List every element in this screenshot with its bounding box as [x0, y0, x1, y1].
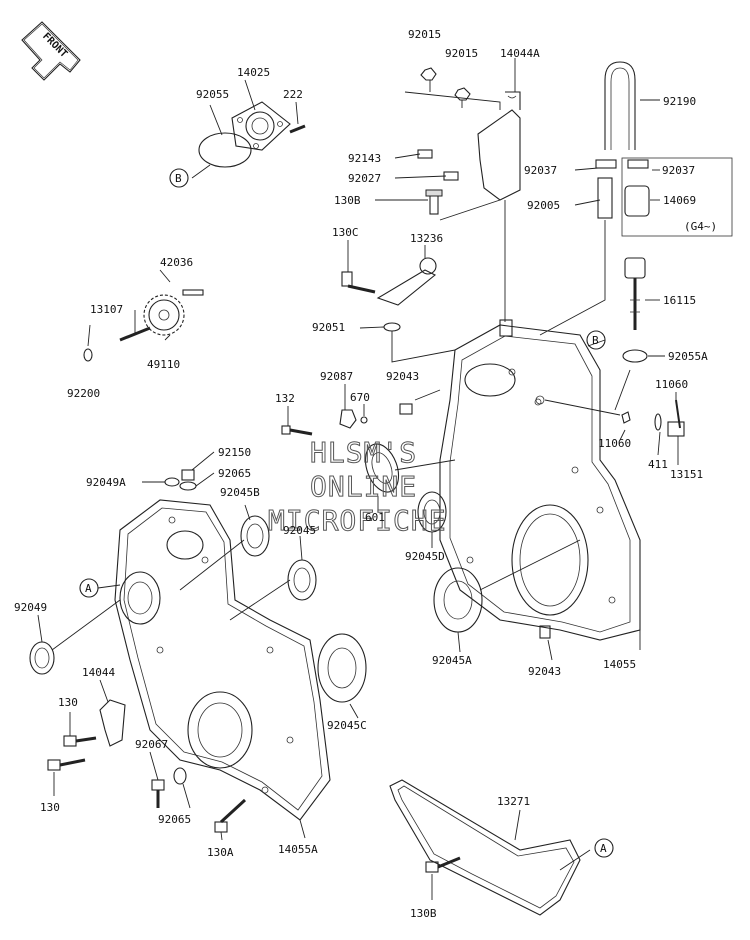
label-92015: 92015 [408, 28, 441, 41]
label-601: 601 [365, 511, 385, 524]
watermark: HLSM'S ONLINE MICROFICHE [268, 436, 447, 538]
label-13107: 13107 [90, 303, 123, 316]
label-14055a: 14055A [278, 843, 318, 856]
bracket-14044a-drawing [417, 67, 521, 215]
label-132: 132 [275, 392, 295, 405]
label-92045b: 92045B [220, 486, 260, 499]
bracket-14044-drawing [47, 699, 247, 833]
label-13151: 13151 [670, 468, 703, 481]
label-92045a: 92045A [432, 654, 472, 667]
label-130b: 130B [410, 907, 437, 920]
label-16115: 16115 [663, 294, 696, 307]
bearing-92045a-drawing [433, 567, 483, 633]
cover-14025-drawing [198, 101, 306, 168]
plug-13151-drawing [535, 395, 685, 437]
label-130: 130 [40, 801, 60, 814]
label-411: 411 [648, 458, 668, 471]
dipstick-16115-drawing [622, 257, 648, 363]
label-14044: 14044 [82, 666, 115, 679]
seal-92049-drawing [29, 641, 55, 675]
label-92150: 92150 [218, 446, 251, 459]
label-11060: 11060 [655, 378, 688, 391]
cover-13271-drawing [389, 779, 581, 916]
label-92200: 92200 [67, 387, 100, 400]
callout-a-bottom: A [594, 838, 614, 858]
label-670: 670 [350, 391, 370, 404]
label-92087: 92087 [320, 370, 353, 383]
callout-b-right: B [586, 330, 606, 350]
label-13271: 13271 [497, 795, 530, 808]
label-222: 222 [283, 88, 303, 101]
case-14055-drawing [399, 319, 641, 641]
label-g4: (G4~) [684, 220, 717, 233]
label-92045: 92045 [283, 524, 316, 537]
svg-text:HLSM'S: HLSM'S [310, 436, 417, 469]
lever-13236-drawing [341, 257, 437, 332]
svg-text:A: A [600, 842, 607, 855]
case-14055a-drawing [114, 469, 331, 821]
svg-text:B: B [175, 172, 182, 185]
gear-49110-drawing [83, 289, 204, 362]
front-arrow-icon: FRONT [21, 21, 81, 81]
label-92005: 92005 [527, 199, 560, 212]
label-14069: 14069 [663, 194, 696, 207]
label-92045d: 92045D [405, 550, 445, 563]
svg-text:A: A [85, 582, 92, 595]
label-130: 130 [58, 696, 78, 709]
label-92015: 92015 [445, 47, 478, 60]
label-130a: 130A [207, 846, 234, 859]
label-92055: 92055 [196, 88, 229, 101]
label-92065: 92065 [158, 813, 191, 826]
label-14055: 14055 [603, 658, 636, 671]
label-92190: 92190 [663, 95, 696, 108]
label-92037: 92037 [662, 164, 695, 177]
label-92051: 92051 [312, 321, 345, 334]
label-92043: 92043 [528, 665, 561, 678]
part-labels: 92015 92015 14044A 14025 92055 222 92190… [14, 28, 717, 920]
label-92027: 92027 [348, 172, 381, 185]
label-92049: 92049 [14, 601, 47, 614]
label-92049a: 92049A [86, 476, 126, 489]
svg-text:MICROFICHE: MICROFICHE [268, 504, 447, 537]
label-130b: 130B [334, 194, 361, 207]
hose-92190-drawing [595, 61, 650, 219]
label-92055a: 92055A [668, 350, 708, 363]
bearing-92045-drawing [287, 559, 317, 601]
svg-text:B: B [592, 334, 599, 347]
label-92065: 92065 [218, 467, 251, 480]
label-14044a: 14044A [500, 47, 540, 60]
callout-b-top: B [169, 168, 189, 188]
label-92037: 92037 [524, 164, 557, 177]
label-92067: 92067 [135, 738, 168, 751]
seal-601-drawing [281, 409, 400, 493]
svg-text:ONLINE: ONLINE [310, 470, 417, 503]
label-92043: 92043 [386, 370, 419, 383]
label-11060: 11060 [598, 437, 631, 450]
label-49110: 49110 [147, 358, 180, 371]
label-92143: 92143 [348, 152, 381, 165]
label-14025: 14025 [237, 66, 270, 79]
callout-a-left: A [79, 578, 99, 598]
label-13236: 13236 [410, 232, 443, 245]
bearing-92045c-drawing [317, 633, 367, 703]
label-92045c: 92045C [327, 719, 367, 732]
label-130c: 130C [332, 226, 359, 239]
label-42036: 42036 [160, 256, 193, 269]
bearing-92045b-drawing [240, 515, 270, 557]
